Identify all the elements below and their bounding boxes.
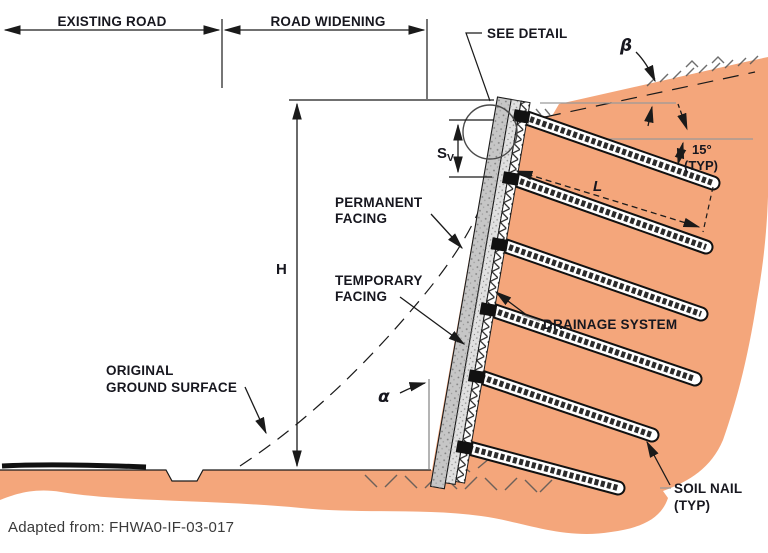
soil-nail-4 <box>484 302 703 387</box>
source-note: Adapted from: FHWA0-IF-03-017 <box>8 519 234 536</box>
h-label: H <box>276 261 287 278</box>
nail-inclination-annotation: 15° (TYP) <box>644 103 718 173</box>
existing-pavement <box>1 462 147 470</box>
nail-length-dimension: L <box>515 170 714 233</box>
nail-angle-typ-label: (TYP) <box>684 158 718 173</box>
drainage-system-callout: DRAINAGE SYSTEM <box>494 291 677 332</box>
backslope-angle-annotation: β <box>619 36 656 83</box>
see-detail-callout: SEE DETAIL <box>465 26 568 102</box>
l-label: L <box>593 178 602 195</box>
original-ground-callout: ORIGINAL GROUND SURFACE <box>106 363 267 435</box>
permanent-facing-label: PERMANENT FACING <box>335 195 426 226</box>
soil-nail-callout: SOIL NAIL (TYP) <box>646 440 746 513</box>
existing-road-label: EXISTING ROAD <box>57 14 166 29</box>
original-ground-dashed-curve <box>239 177 492 467</box>
wall-assembly <box>429 96 531 490</box>
soil-nail-5 <box>473 369 660 443</box>
wall-height-dimension: H <box>276 99 494 468</box>
vertical-spacing-dimension: SV <box>437 119 494 178</box>
beta-label: β <box>619 36 632 56</box>
nail-angle-label: 15° <box>692 142 712 157</box>
road-widening-label: ROAD WIDENING <box>270 14 385 29</box>
batter-angle-annotation: α <box>378 379 430 469</box>
soil-nail-6 <box>461 440 626 496</box>
drainage-system-label: DRAINAGE SYSTEM <box>543 317 677 332</box>
original-ground-label: ORIGINAL GROUND SURFACE <box>106 363 237 395</box>
slope-hatching <box>535 55 759 116</box>
detail-circle <box>462 104 518 160</box>
see-detail-label: SEE DETAIL <box>487 26 568 41</box>
alpha-label: α <box>378 387 390 407</box>
permanent-facing-callout: PERMANENT FACING <box>335 195 463 250</box>
sv-label: SV <box>437 145 454 164</box>
nail-bearing-plates <box>455 109 531 455</box>
soil-nail-3 <box>495 237 709 322</box>
road-dimensions: EXISTING ROAD ROAD WIDENING <box>3 14 428 99</box>
ground-line <box>0 469 431 482</box>
original-ground-dashed-upper <box>544 71 756 118</box>
temporary-facing-label: TEMPORARY FACING <box>335 273 426 304</box>
temporary-facing-callout: TEMPORARY FACING <box>335 273 466 345</box>
soil-nail-label: SOIL NAIL (TYP) <box>674 481 746 513</box>
